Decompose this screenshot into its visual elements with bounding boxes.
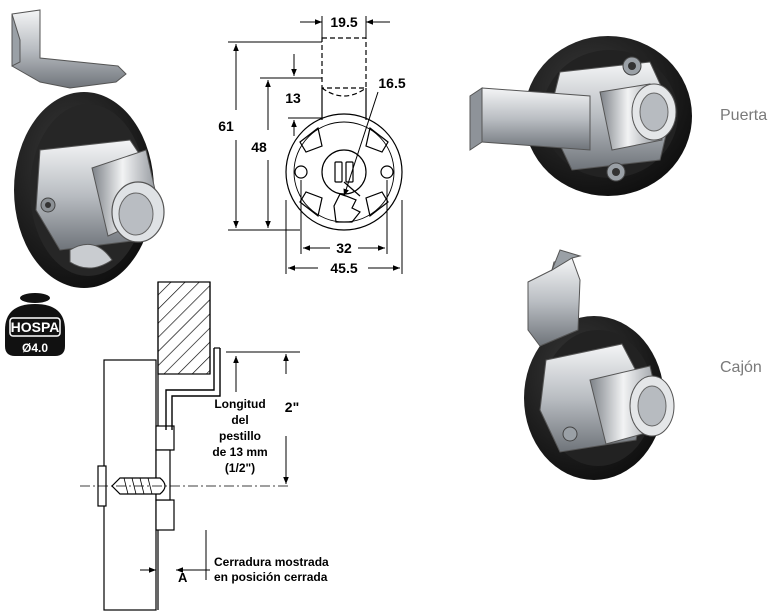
travel-2-inch: 2" — [285, 399, 299, 415]
bolt-length-line-3: pestillo — [219, 429, 261, 443]
hospa-size-text: Ø4.0 — [22, 341, 48, 355]
dim-45-5: 45.5 — [330, 260, 357, 276]
hospa-badge — [5, 293, 65, 356]
bolt-length-line-5: (1/2") — [225, 461, 255, 475]
front-view-drawing — [285, 37, 403, 231]
dim-13: 13 — [285, 90, 301, 106]
section-dimension-lines — [140, 351, 300, 580]
drawer-label: Cajón — [720, 359, 762, 376]
caption-line-1: Cerradura mostrada — [214, 555, 329, 569]
dimension-lines — [228, 16, 403, 274]
bolt-length-line-2: del — [231, 413, 248, 427]
dim-16-5: 16.5 — [378, 75, 405, 91]
dim-61: 61 — [218, 118, 234, 134]
dim-19-5: 19.5 — [330, 14, 357, 30]
drawer-mount-photo — [524, 249, 675, 480]
lock-product-photo-top-left — [11, 9, 165, 288]
section-view-drawing — [80, 281, 290, 611]
bolt-length-line-1: Longitud — [214, 397, 265, 411]
bolt-length-line-4: de 13 mm — [212, 445, 267, 459]
dim-48: 48 — [251, 139, 267, 155]
door-label: Puerta — [720, 107, 767, 124]
a-label: A — [178, 570, 188, 585]
dim-32: 32 — [336, 240, 352, 256]
door-mount-photo — [469, 36, 692, 196]
hospa-brand-text: HOSPA — [11, 319, 60, 335]
caption-line-2: en posición cerrada — [214, 570, 328, 584]
